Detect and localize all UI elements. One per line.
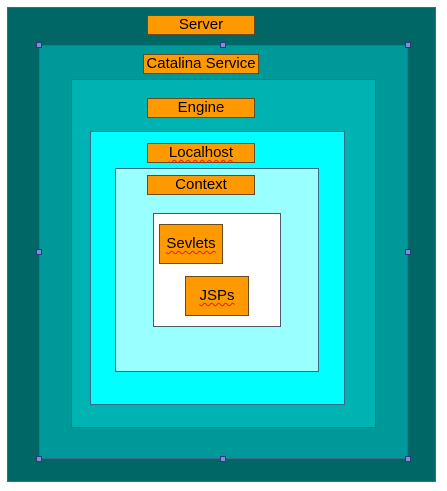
selection-handle-top-right[interactable]	[405, 42, 411, 48]
server-label[interactable]: Server	[147, 15, 255, 35]
server-label-text: Server	[178, 16, 224, 33]
context-label-text: Context	[175, 176, 227, 193]
context-label[interactable]: Context	[147, 175, 255, 195]
localhost-label[interactable]: Localhost	[147, 143, 255, 163]
selection-handle-middle-right[interactable]	[405, 249, 411, 255]
catalina-service-label[interactable]: Catalina Service	[143, 54, 259, 74]
localhost-label-text: Localhost	[168, 144, 234, 161]
jsps-label-text: JSPs	[199, 287, 235, 304]
selection-handle-top-center[interactable]	[220, 42, 226, 48]
selection-handle-bottom-left[interactable]	[36, 456, 42, 462]
selection-handle-bottom-right[interactable]	[405, 456, 411, 462]
jsps-label[interactable]: JSPs	[185, 276, 249, 316]
selection-handle-top-left[interactable]	[36, 42, 42, 48]
engine-label[interactable]: Engine	[147, 98, 255, 118]
servlets-label-text: Sevlets	[166, 235, 216, 252]
servlets-label[interactable]: Sevlets	[159, 224, 223, 264]
selection-handle-bottom-center[interactable]	[220, 456, 226, 462]
selection-handle-middle-left[interactable]	[36, 249, 42, 255]
catalina-service-label-text: Catalina Service	[146, 55, 256, 72]
engine-label-text: Engine	[177, 99, 225, 116]
